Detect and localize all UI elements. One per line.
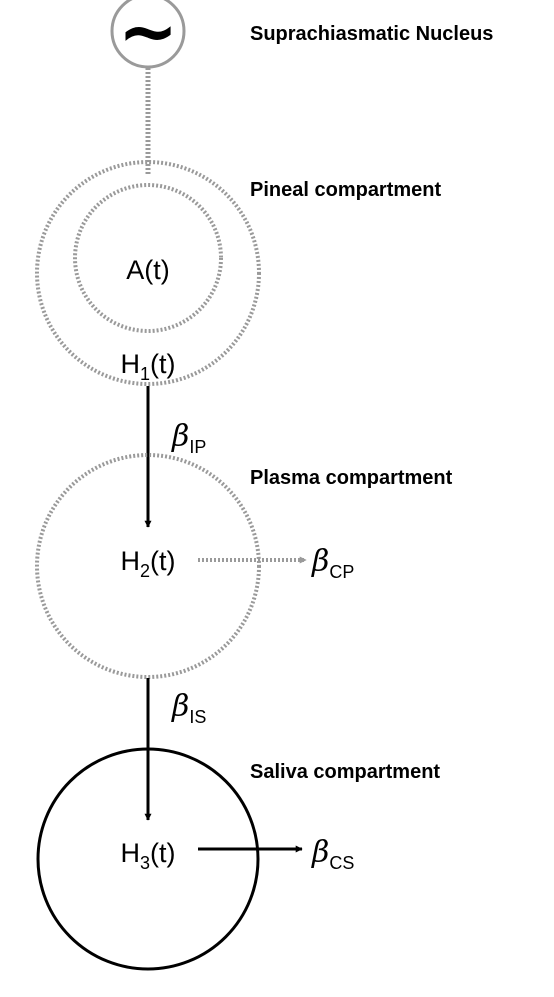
scn-circle bbox=[110, 0, 186, 69]
scn-node: ~ bbox=[110, 0, 186, 73]
pineal-outer-circle bbox=[35, 160, 261, 386]
plasma-compartment: H2(t) bbox=[35, 453, 261, 679]
saliva-compartment: H3(t) bbox=[36, 747, 260, 971]
saliva-label: Saliva compartment bbox=[250, 761, 440, 783]
plasma-circle bbox=[35, 453, 261, 679]
pineal-label: Pineal compartment bbox=[250, 179, 442, 201]
pineal-inner-variable: A(t) bbox=[126, 255, 170, 285]
beta-is-label: βIS bbox=[171, 689, 206, 727]
pineal-outer-variable: H1(t) bbox=[121, 349, 176, 384]
plasma-variable: H2(t) bbox=[121, 546, 176, 581]
beta-ip-label: βIP bbox=[171, 419, 206, 457]
pineal-inner-circle bbox=[73, 183, 223, 333]
pineal-compartment: A(t) H1(t) bbox=[35, 160, 261, 386]
plasma-label: Plasma compartment bbox=[250, 467, 453, 489]
scn-label: Suprachiasmatic Nucleus bbox=[250, 23, 493, 45]
saliva-variable: H3(t) bbox=[121, 838, 176, 873]
beta-cp-label: βCP bbox=[311, 544, 354, 582]
scn-oscillator-symbol: ~ bbox=[118, 0, 178, 73]
beta-cs-label: βCS bbox=[311, 835, 354, 873]
saliva-circle bbox=[36, 747, 260, 971]
